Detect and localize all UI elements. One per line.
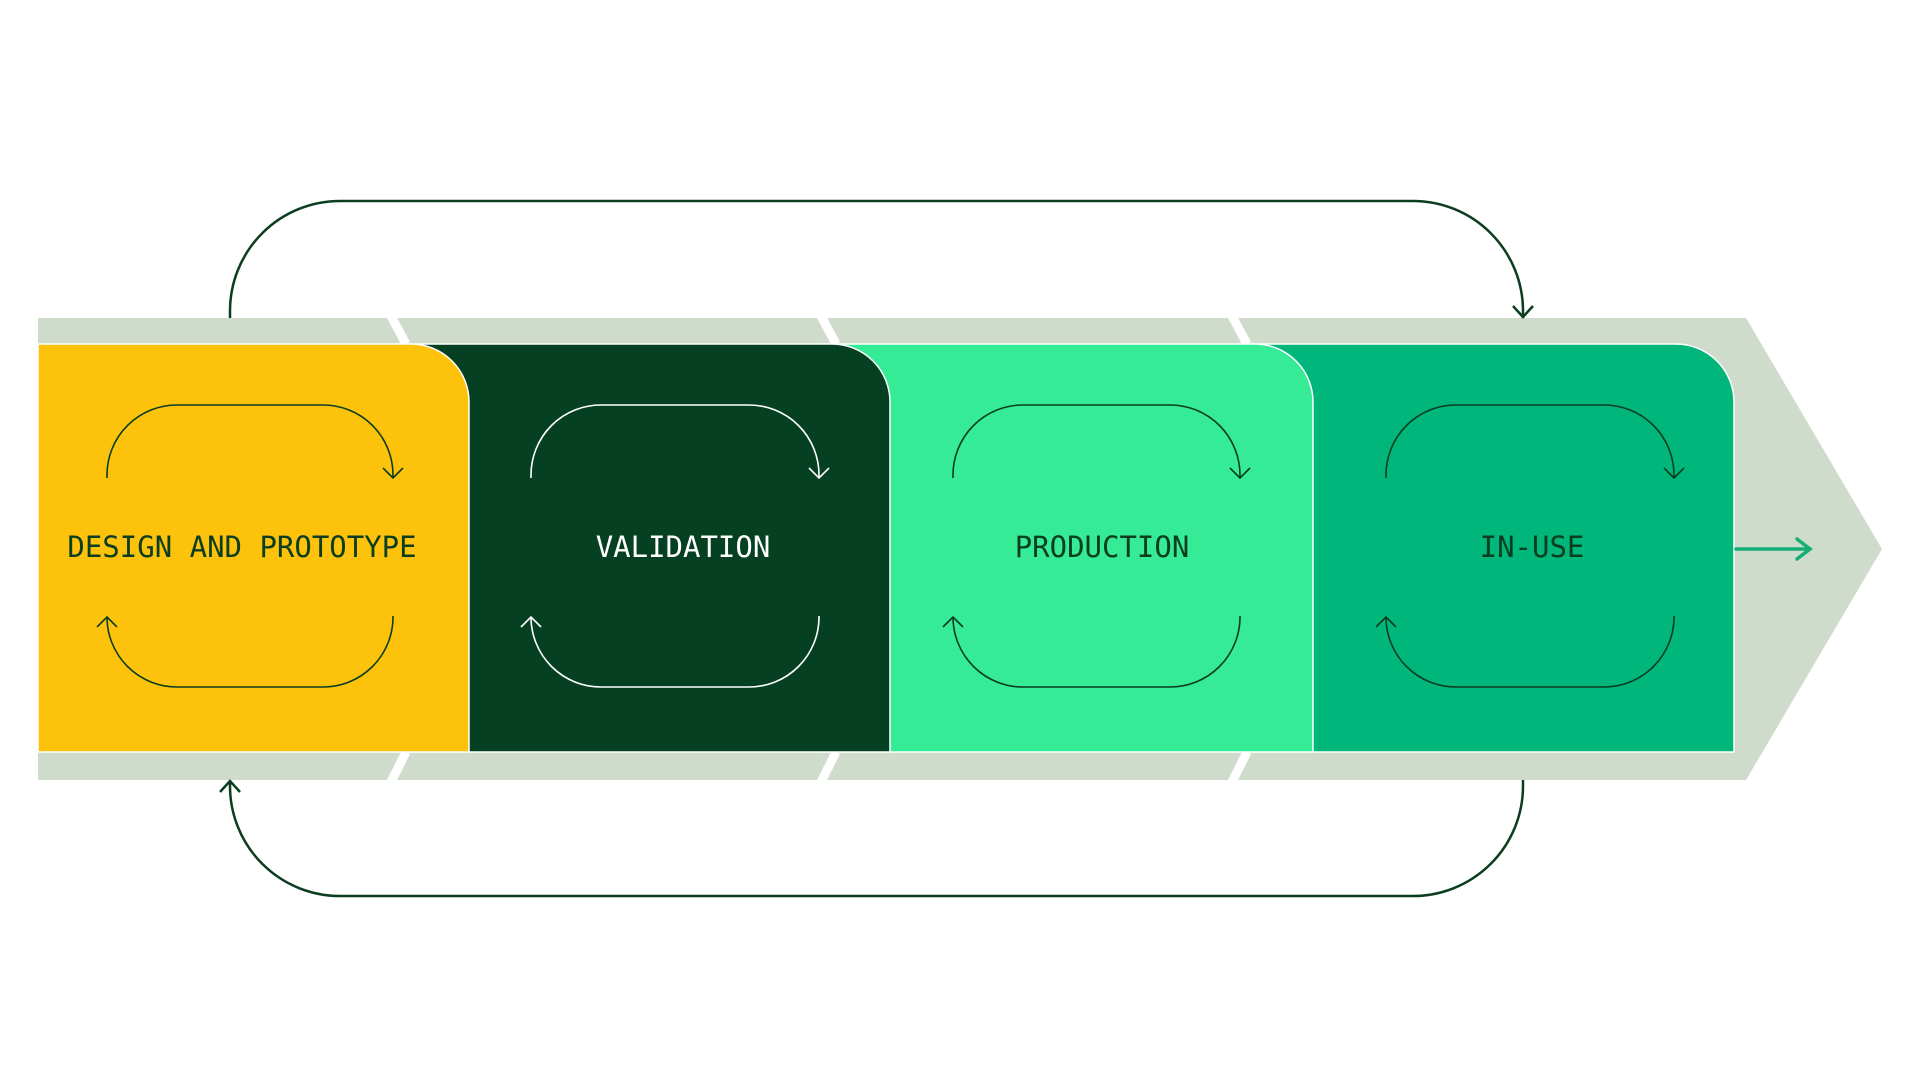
output-arrow-icon xyxy=(1734,537,1813,561)
arrowhead-up-icon xyxy=(219,779,241,793)
arrowhead-down-icon xyxy=(1512,305,1534,319)
iteration-cycle-icon xyxy=(942,404,1251,688)
stage-panel xyxy=(398,343,891,753)
feedback-loop-top xyxy=(228,199,1534,319)
stage-panel xyxy=(819,343,1314,753)
stage-in-use: IN-USE xyxy=(1242,343,1735,753)
feedback-loop-bottom xyxy=(219,779,1525,898)
iteration-cycle-icon xyxy=(520,404,830,688)
stage-design-and-prototype: DESIGN AND PROTOTYPE xyxy=(37,343,470,753)
stage-label: VALIDATION xyxy=(596,530,771,564)
stage-panels: IN-USE PRODUCTION VALIDATION DESIGN AND … xyxy=(37,343,1735,753)
stage-label: PRODUCTION xyxy=(1015,530,1190,564)
band-separators xyxy=(386,313,1252,785)
iteration-cycle-icon xyxy=(1375,404,1685,688)
stage-production: PRODUCTION xyxy=(819,343,1314,753)
stage-panel xyxy=(1242,343,1735,753)
stage-panel xyxy=(37,343,470,753)
iteration-cycle-icon xyxy=(96,404,404,688)
stage-validation: VALIDATION xyxy=(398,343,891,753)
stage-label: DESIGN AND PROTOTYPE xyxy=(67,530,416,564)
stage-label: IN-USE xyxy=(1480,530,1585,564)
